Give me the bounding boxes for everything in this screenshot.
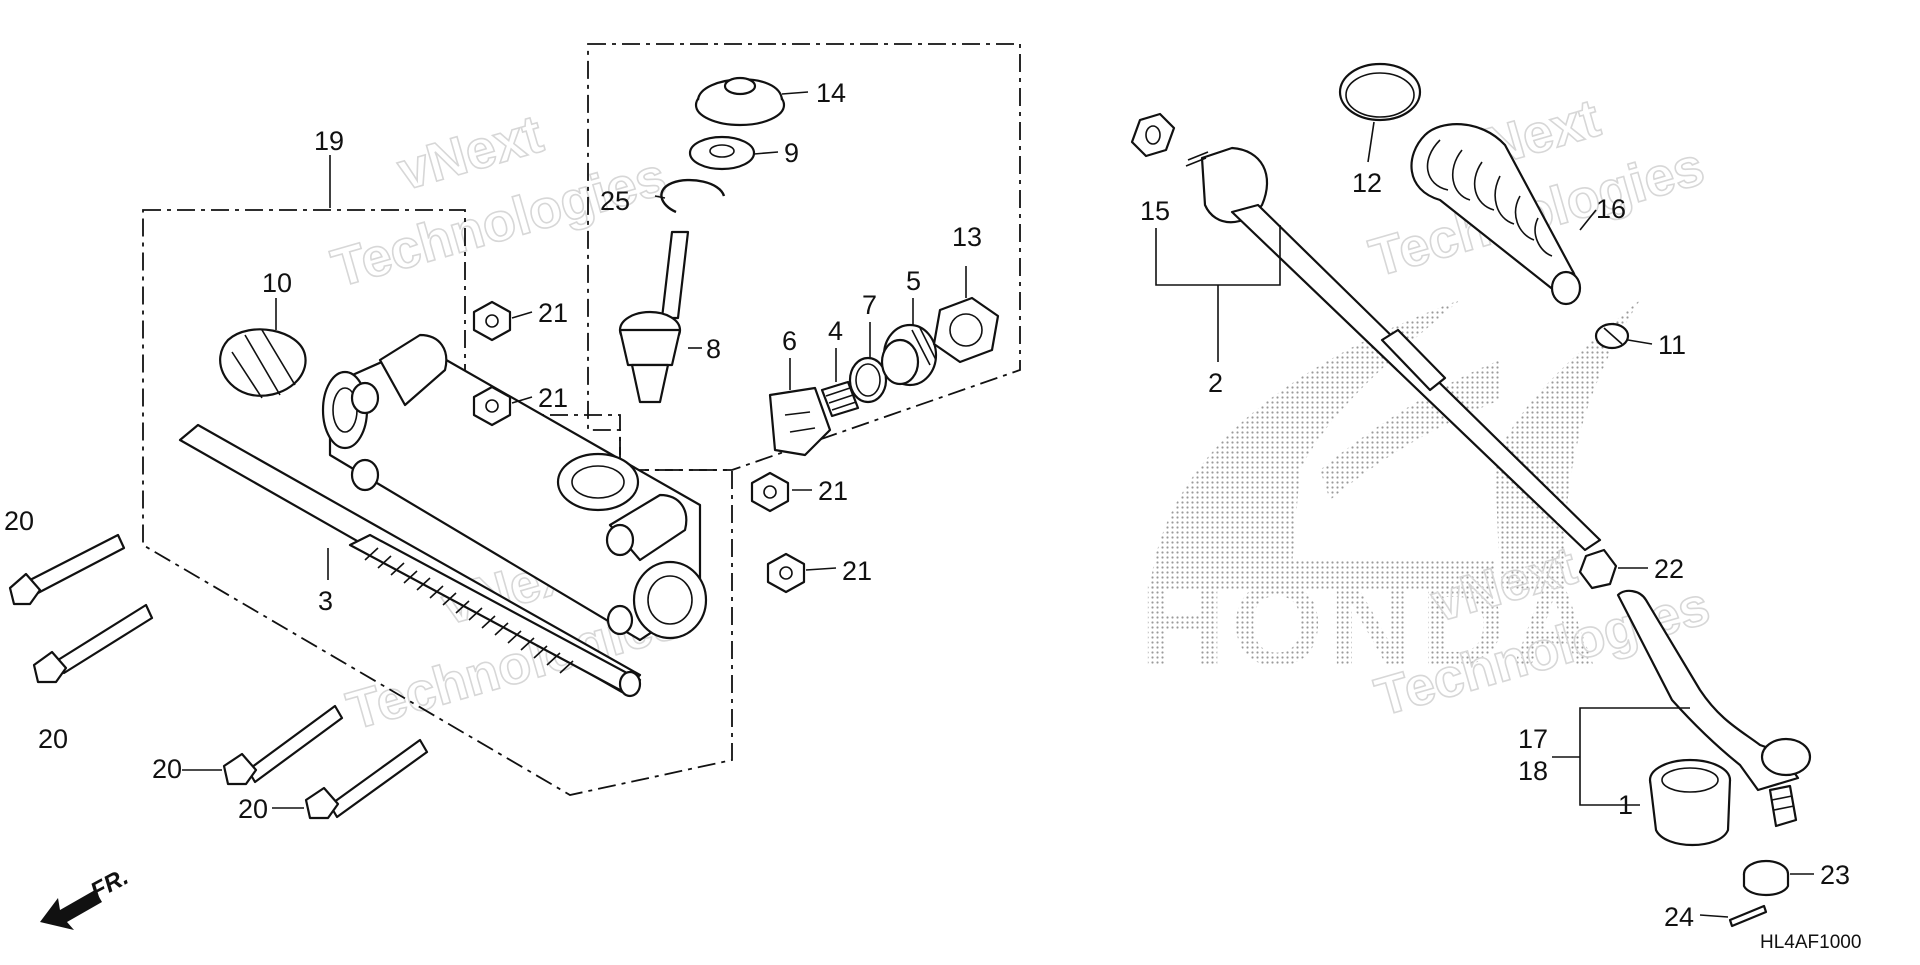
snap-ring-part xyxy=(660,178,726,214)
callout-25: 25 xyxy=(600,186,630,216)
callout-20: 20 xyxy=(4,506,34,536)
callout-7: 7 xyxy=(862,290,877,320)
bolt-part xyxy=(8,533,126,606)
adjusting-screw-part xyxy=(880,323,938,387)
callout-12: 12 xyxy=(1352,168,1382,198)
callout-21: 21 xyxy=(538,383,568,413)
callout-20: 20 xyxy=(152,754,182,784)
callout-10: 10 xyxy=(262,268,292,298)
locknut-part xyxy=(932,296,1000,364)
bolt-part xyxy=(222,704,344,786)
callout-labels: 19 10 21 21 21 21 3 20 20 20 20 14 9 25 … xyxy=(4,78,1850,932)
callout-4: 4 xyxy=(828,316,843,346)
nut-part xyxy=(766,552,806,594)
locknut-part xyxy=(1130,112,1176,158)
front-direction-arrow-icon: FR. xyxy=(40,863,133,930)
tie-rod-part xyxy=(1185,146,1602,552)
o-ring-part xyxy=(848,356,888,404)
callout-17: 17 xyxy=(1518,724,1548,754)
boot-clamp-part xyxy=(1338,62,1422,122)
castle-nut-part xyxy=(1742,859,1790,897)
bolt-part xyxy=(304,738,429,820)
callout-6: 6 xyxy=(782,326,797,356)
callout-21: 21 xyxy=(842,556,872,586)
callout-5: 5 xyxy=(906,266,921,296)
callout-21: 21 xyxy=(538,298,568,328)
svg-text:HONDA: HONDA xyxy=(1140,559,1603,691)
boot-clip-part xyxy=(1594,322,1630,350)
diagram-code: HL4AF1000 xyxy=(1760,932,1861,953)
bolt-part xyxy=(32,603,154,684)
callout-15: 15 xyxy=(1140,196,1170,226)
callout-20: 20 xyxy=(238,794,268,824)
callout-22: 22 xyxy=(1654,554,1684,584)
nut-part xyxy=(472,300,512,342)
callout-16: 16 xyxy=(1596,194,1626,224)
callout-14: 14 xyxy=(816,78,846,108)
honda-wing-logo xyxy=(1150,300,1640,590)
callout-1: 1 xyxy=(1618,790,1633,820)
rack-guide-part xyxy=(768,386,832,457)
tie-rod-end-part xyxy=(1616,589,1812,828)
callout-8: 8 xyxy=(706,334,721,364)
rack-boot-part xyxy=(1410,123,1582,306)
washer-part xyxy=(688,135,756,171)
dust-seal-part xyxy=(1648,758,1732,847)
nut-part xyxy=(750,471,790,513)
dust-cap-part xyxy=(694,76,786,127)
callout-24: 24 xyxy=(1664,902,1694,932)
callout-18: 18 xyxy=(1518,756,1548,786)
assembly-outline-pinion xyxy=(587,43,1021,471)
spring-part xyxy=(820,380,860,418)
gearbox-housing-part xyxy=(321,333,708,642)
assembly-outline-19 xyxy=(142,209,733,796)
callout-13: 13 xyxy=(952,222,982,252)
pinion-shaft-part xyxy=(618,230,690,404)
callout-9: 9 xyxy=(784,138,799,168)
honda-logo-text: HONDA xyxy=(1140,559,1603,691)
jam-nut-part xyxy=(1578,548,1618,590)
callout-3: 3 xyxy=(318,586,333,616)
callout-23: 23 xyxy=(1820,860,1850,890)
callout-11: 11 xyxy=(1658,330,1686,360)
callout-19: 19 xyxy=(314,126,344,156)
callout-20: 20 xyxy=(38,724,68,754)
nut-part xyxy=(472,385,512,427)
callout-2: 2 xyxy=(1208,368,1223,398)
cotter-pin-part xyxy=(1728,904,1768,928)
callout-21: 21 xyxy=(818,476,848,506)
leader-lines xyxy=(182,91,1814,918)
steering-rack-part xyxy=(178,423,642,698)
bushing-part xyxy=(219,328,307,399)
